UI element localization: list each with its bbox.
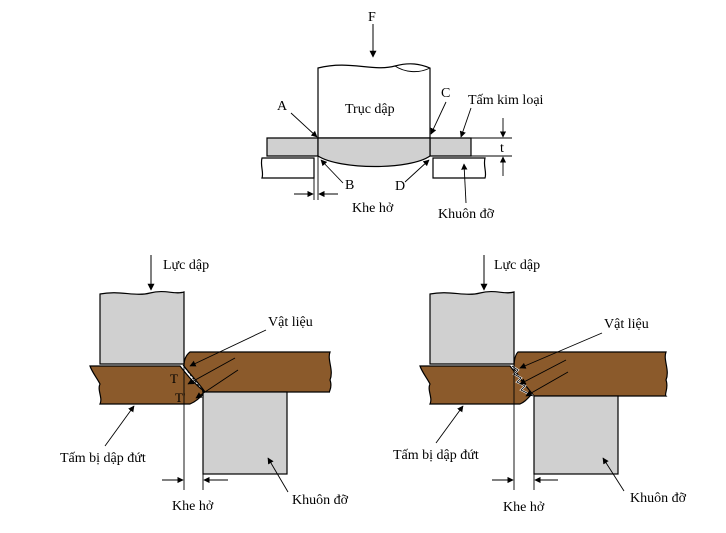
top-punch: [317, 63, 431, 139]
top-sheet-left: [266, 137, 319, 157]
right-material-leader-1: [519, 332, 603, 369]
top-sheet-slug: [317, 137, 431, 168]
left-material-leader-2: [187, 357, 236, 385]
left-figure: Lực dập T T' Vật liệu Khe hở Tấm bị dập …: [60, 255, 349, 514]
left-material-label: Vật liệu: [268, 315, 313, 330]
left-crack-label-t: T: [170, 371, 178, 386]
left-die-leader: [267, 457, 289, 493]
left-crack-label-t-prime: T': [175, 390, 185, 405]
top-point-c: C: [441, 86, 450, 101]
right-sheet-label: Tấm bị dập đứt: [393, 448, 479, 463]
top-point-b-leader: [320, 159, 344, 184]
top-die-right: [432, 157, 487, 179]
top-thickness-label: t: [500, 141, 504, 156]
top-force-label: F: [368, 10, 376, 25]
right-gap-label: Khe hở: [503, 500, 545, 515]
right-material-leader-2: [519, 359, 567, 385]
top-point-a-leader: [290, 112, 318, 138]
left-sheet-leader: [104, 405, 135, 447]
top-point-d-leader: [404, 159, 430, 183]
left-die: [202, 391, 288, 475]
top-die-leader: [461, 163, 468, 204]
right-die-leader: [602, 457, 625, 492]
right-punch: [429, 290, 515, 365]
left-material-leader-1: [189, 329, 267, 367]
right-fracture-outline: [511, 365, 534, 397]
right-die-label: Khuôn đỡ: [630, 491, 687, 506]
left-punch: [99, 290, 185, 365]
left-gap-label: Khe hở: [172, 499, 214, 514]
right-material-leader-3: [525, 371, 569, 397]
top-figure: F Trục dập Khe hở t A C B D: [260, 10, 544, 222]
top-sheet-leader: [459, 107, 472, 138]
top-sheet-right: [429, 137, 472, 157]
left-force-label: Lực dập: [163, 258, 209, 273]
right-material-label: Vật liệu: [604, 317, 649, 332]
right-sheet-strip: [513, 351, 668, 397]
right-force-label: Lực dập: [494, 258, 540, 273]
left-sheet-label: Tấm bị dập đứt: [60, 451, 146, 466]
top-sheet-label: Tấm kim loại: [468, 93, 544, 108]
top-punch-wave-detail: [394, 65, 431, 73]
right-figure: Lực dập Vật liệu Khe hở Tấm bị dập đứt K…: [393, 255, 687, 515]
right-sheet-leader: [435, 405, 464, 444]
top-point-b: B: [345, 178, 354, 193]
left-die-label: Khuôn đỡ: [292, 493, 349, 508]
top-gap-label: Khe hở: [352, 201, 394, 216]
top-punch-label: Trục dập: [345, 102, 395, 117]
left-sheet-strip: [183, 351, 332, 393]
top-point-d: D: [395, 179, 405, 194]
top-die-left: [260, 157, 315, 179]
top-point-a: A: [277, 99, 288, 114]
top-die-label: Khuôn đỡ: [438, 207, 495, 222]
top-point-c-leader: [430, 101, 447, 135]
